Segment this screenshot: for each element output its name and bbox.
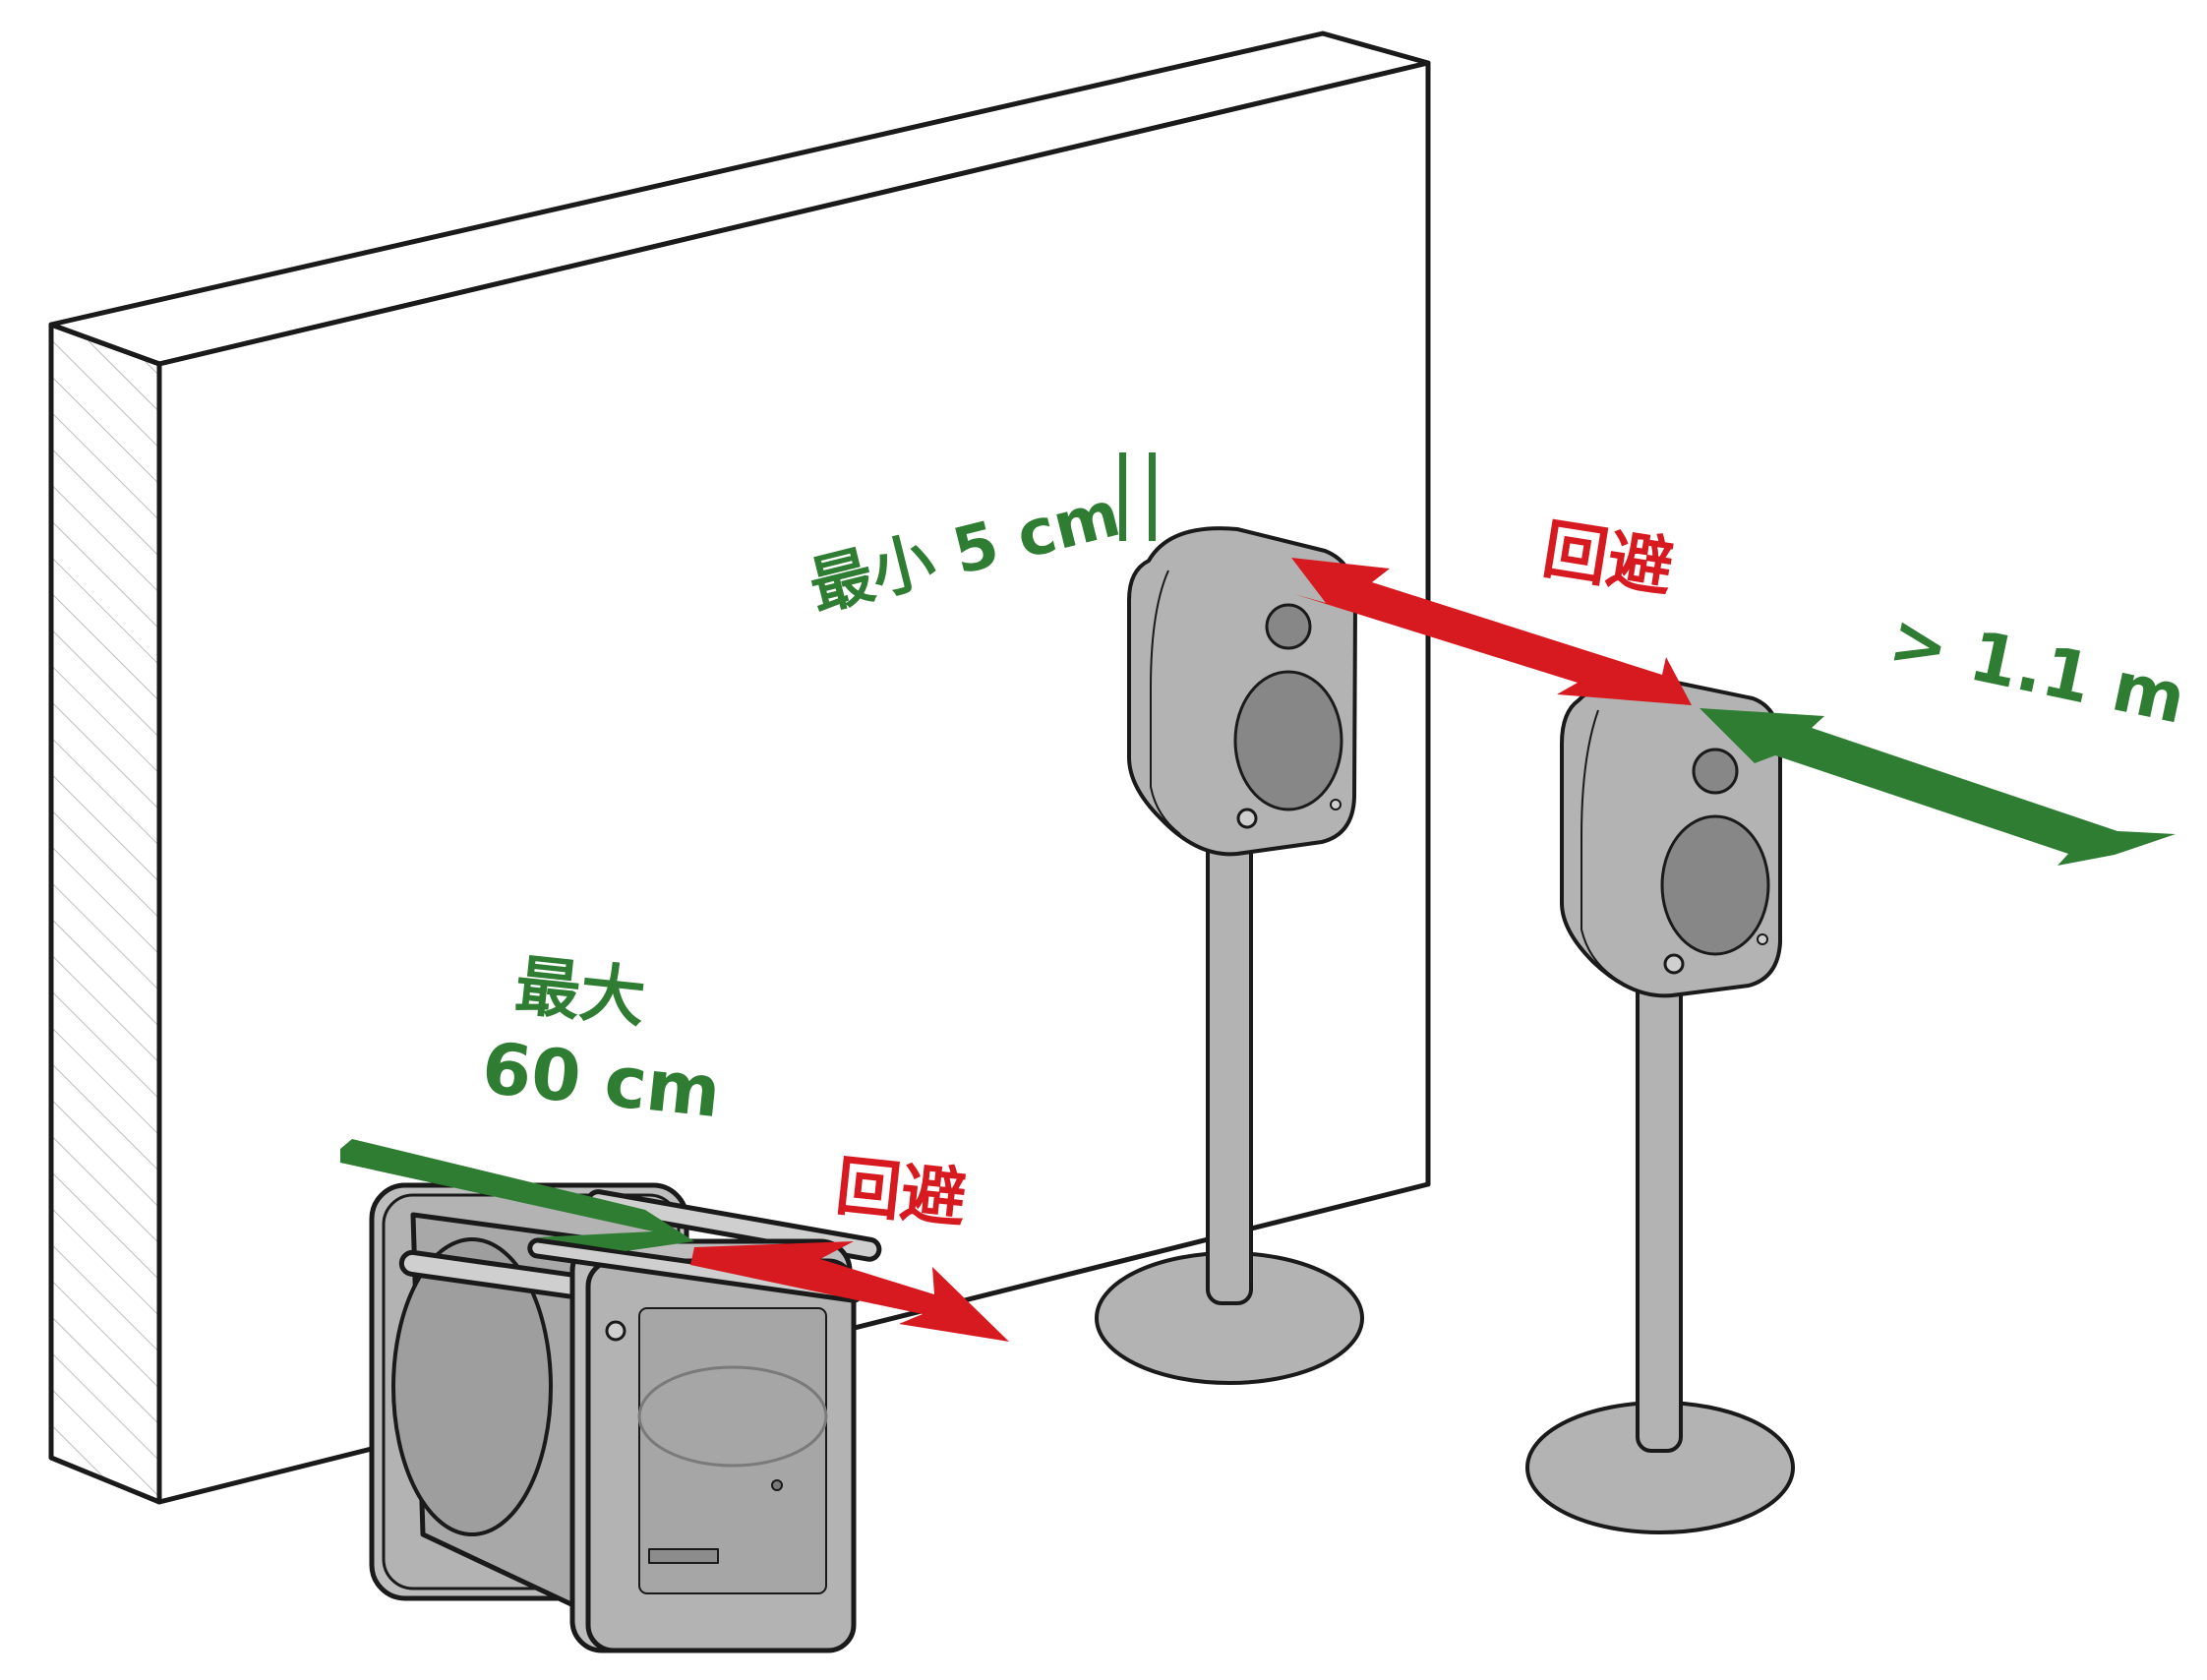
sub-max-distance-arrow <box>340 1139 694 1251</box>
label-avoid-top: 回避 <box>1537 511 1677 607</box>
speaker-left-tweeter <box>1265 603 1312 650</box>
speaker-right-woofer <box>1660 814 1770 956</box>
label-avoid-bottom: 回避 <box>832 1148 969 1236</box>
speaker-right-tweeter <box>1692 748 1739 795</box>
label-listening-distance: > 1.1 m <box>1882 598 2192 739</box>
wall-front-face <box>156 60 1431 1505</box>
avoid-arrow-speakers <box>1291 558 1692 705</box>
listening-distance-arrow <box>1700 708 2176 866</box>
wall <box>48 30 1431 1505</box>
label-max-distance-line1: 最大 <box>511 947 648 1036</box>
wall-side-face <box>48 322 162 1505</box>
speaker-left <box>1095 526 1364 1385</box>
sub-avoid-arrow <box>690 1241 1009 1342</box>
min-gap-marker <box>1119 452 1156 541</box>
subwoofer <box>369 1182 882 1653</box>
speaker-right <box>1525 678 1795 1534</box>
speaker-right-stand-pole <box>1636 967 1683 1453</box>
speaker-left-stand-pole <box>1206 819 1253 1305</box>
speaker-left-woofer <box>1233 670 1343 811</box>
